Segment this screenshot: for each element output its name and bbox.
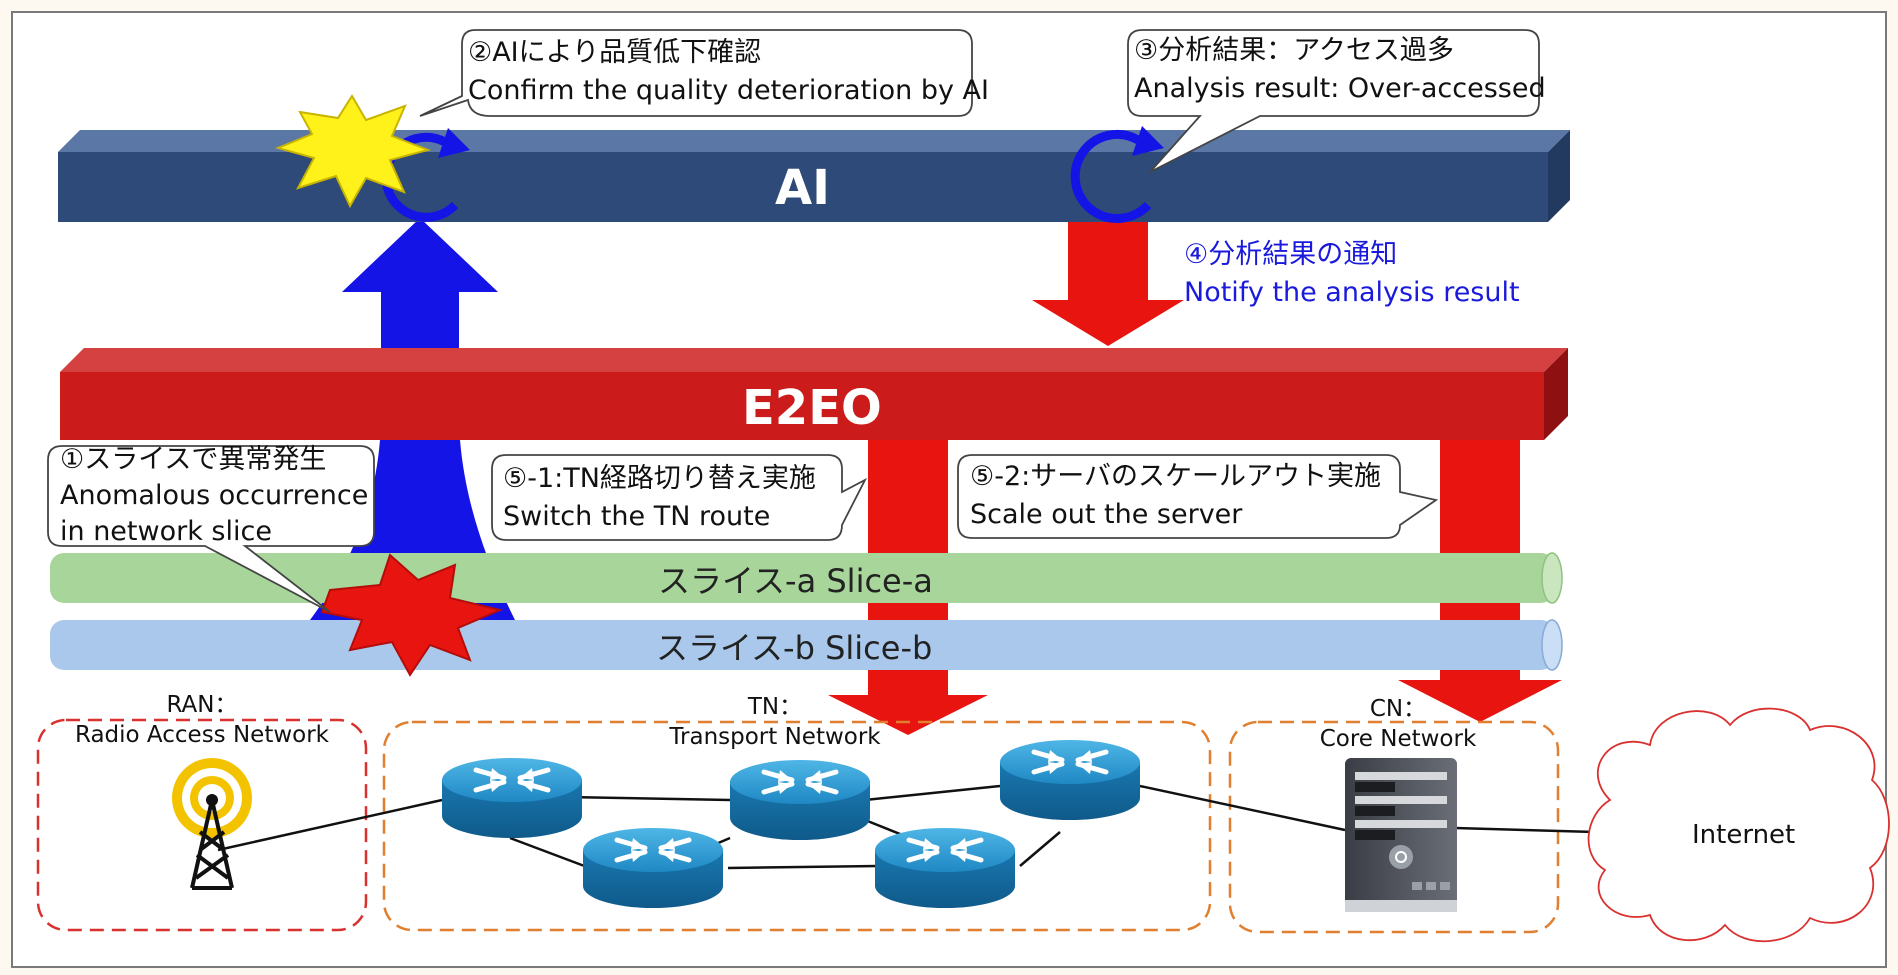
- router-icon: [730, 760, 870, 840]
- loop-arrow-head-right: [1132, 126, 1164, 156]
- callout-step1-en1: Anomalous occurrence: [60, 480, 369, 511]
- loop-arrow-head-left: [438, 128, 470, 158]
- tn-title: TN： Transport Network: [640, 692, 910, 752]
- callout-step5-1-ja: ⑤-1:TN経路切り替え実施: [503, 463, 816, 494]
- tn-title-line1: TN：: [747, 694, 803, 720]
- loop-arrow-icon: [1070, 129, 1152, 223]
- ran-box: [36, 718, 368, 932]
- internet-label: Internet: [1692, 820, 1796, 850]
- callout-step4-text: ④分析結果の通知 Notify the analysis result: [1184, 236, 1520, 312]
- router-icon: [583, 828, 723, 908]
- callout-step3-text: ③分析結果：アクセス過多 Analysis result: Over-acces…: [1134, 32, 1546, 108]
- ran-title: RAN： Radio Access Network: [58, 690, 346, 750]
- callout-step3-bubble: [1127, 29, 1540, 173]
- e2eo-layer-bar: [60, 348, 1568, 440]
- tn-title-line2: Transport Network: [669, 724, 881, 750]
- callout-step1-en2: in network slice: [60, 516, 272, 547]
- callout-step5-1-bubble: [491, 454, 868, 541]
- router-icon: [1000, 740, 1140, 820]
- callout-step2-ja: ②AIにより品質低下確認: [468, 37, 762, 68]
- ai-to-e2eo-arrow: [1032, 215, 1184, 346]
- callout-step5-1-en: Switch the TN route: [503, 501, 771, 532]
- callout-step5-2-text: ⑤-2:サーバのスケールアウト実施 Scale out the server: [970, 458, 1381, 534]
- callout-step5-2-bubble: [957, 454, 1439, 539]
- cn-title: CN： Core Network: [1298, 694, 1498, 754]
- tn-box: [382, 720, 1212, 932]
- callout-step2-text: ②AIにより品質低下確認 Confirm the quality deterio…: [468, 34, 989, 110]
- callout-step4-ja: ④分析結果の通知: [1184, 239, 1398, 270]
- cn-title-line1: CN：: [1369, 696, 1427, 722]
- callout-step3-en: Analysis result: Over-accessed: [1134, 73, 1546, 104]
- callout-step1-text: ①スライスで異常発生 Anomalous occurrence in netwo…: [60, 442, 368, 550]
- ran-title-line1: RAN：: [166, 692, 238, 718]
- cn-box: [1228, 720, 1560, 934]
- callout-step3-ja: ③分析結果：アクセス過多: [1134, 35, 1454, 66]
- callout-step2-en: Confirm the quality deterioration by AI: [468, 75, 989, 106]
- cloud-icon: [1587, 707, 1890, 943]
- ai-layer-label: AI: [775, 160, 831, 216]
- cn-title-line2: Core Network: [1319, 726, 1477, 752]
- callout-step5-2-en: Scale out the server: [970, 499, 1243, 530]
- ran-title-line2: Radio Access Network: [74, 722, 330, 748]
- slice-a-label: スライス-a Slice-a: [658, 562, 933, 600]
- e2eo-layer-label: E2EO: [742, 380, 882, 436]
- router-icon: [875, 828, 1015, 908]
- antenna-tower-icon: [172, 758, 252, 890]
- explosion-icon: [274, 94, 432, 209]
- server-icon: [1345, 758, 1457, 912]
- explosion-icon: [320, 553, 504, 677]
- callout-step4-en: Notify the analysis result: [1184, 277, 1520, 308]
- callout-step1-ja: ①スライスで異常発生: [60, 444, 327, 475]
- callout-step5-2-ja: ⑤-2:サーバのスケールアウト実施: [970, 461, 1381, 492]
- router-icon: [442, 758, 582, 838]
- callout-step1-bubble: [47, 445, 375, 613]
- callout-step2-bubble: [419, 29, 973, 117]
- callout-step5-1-text: ⑤-1:TN経路切り替え実施 Switch the TN route: [503, 460, 816, 536]
- slice-b-label: スライス-b Slice-b: [656, 629, 933, 667]
